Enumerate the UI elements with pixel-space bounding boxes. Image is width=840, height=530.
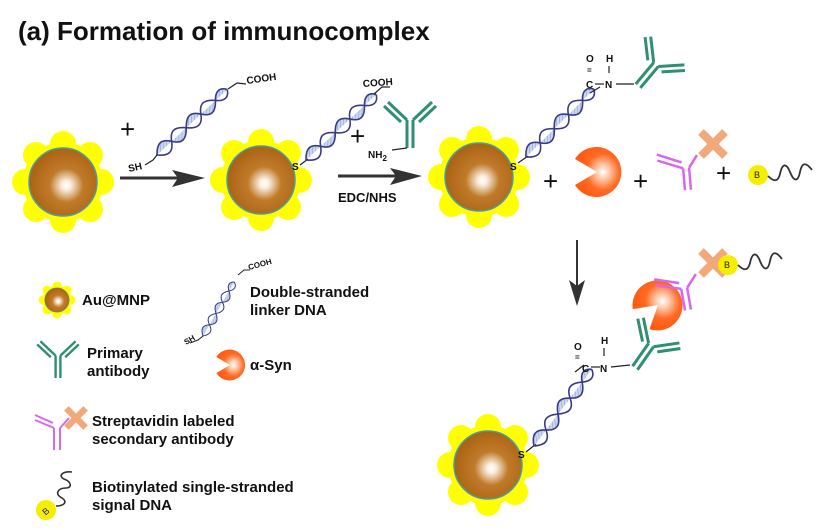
legend-au-mnp-icon <box>38 281 76 319</box>
legend-linker-dna-sh: SH <box>183 333 197 346</box>
legend-linker-dna-label-line1: Double-stranded <box>250 284 369 301</box>
secondary-antibody-bound <box>653 273 697 311</box>
thiol-s-label: S <box>292 162 299 173</box>
figure-title: (a) Formation of immunocomplex <box>18 16 430 46</box>
legend-linker-dna-icon <box>189 269 250 344</box>
nanoparticle-au-mnp-final <box>436 413 540 517</box>
legend-linker-dna-label-line2: linker DNA <box>250 302 327 319</box>
alpha-syn-reagent <box>575 147 622 197</box>
amide-n-label-final: N <box>600 364 607 375</box>
carbonyl-double-bond: = <box>587 66 592 75</box>
streptavidin-cross-reagent <box>701 132 725 156</box>
legend-au-mnp-label: Au@MNP <box>82 292 150 309</box>
biotin-signal-dna-bound <box>718 252 783 275</box>
linker-dna-bound <box>299 86 390 166</box>
legend: Au@MNP COOH SH Double-stranded linker DN… <box>34 257 369 520</box>
carbonyl-double-bond-final: = <box>575 353 580 362</box>
amide-h-label-final: H <box>601 336 608 347</box>
cooh-label-2: COOH <box>362 77 393 90</box>
plus-sign: + <box>120 114 135 144</box>
sh-label: SH <box>127 161 143 175</box>
linker-dna-reagent <box>144 82 247 166</box>
primary-antibody-reagent <box>382 100 438 150</box>
carbon-label-final: C <box>582 364 589 375</box>
legend-alpha-syn-label: α-Syn <box>250 357 292 374</box>
plus-sign-2: + <box>350 121 365 151</box>
legend-secondary-antibody-icon <box>34 414 70 450</box>
legend-streptavidin-icon <box>66 408 85 427</box>
legend-alpha-syn-icon <box>216 349 246 381</box>
reaction-arrow-1 <box>120 170 205 187</box>
biotin-letter: B <box>754 170 760 180</box>
legend-signal-dna-icon <box>36 471 73 520</box>
legend-biotin-letter: B <box>40 506 51 518</box>
amide-h-label: H <box>606 54 613 65</box>
nanoparticle-au-mnp-2 <box>209 128 313 232</box>
legend-secondary-antibody-label-line1: Streptavidin labeled <box>92 413 235 430</box>
legend-linker-dna-cooh: COOH <box>247 257 273 272</box>
linker-dna-conjugated <box>517 83 601 164</box>
plus-sign-3c: + <box>716 158 731 188</box>
cooh-label: COOH <box>246 72 277 87</box>
amine-label: NH2 <box>368 150 387 163</box>
legend-primary-antibody-label-line1: Primary <box>87 345 144 362</box>
biotin-letter-final: B <box>724 260 730 270</box>
carbonyl-o-label-final: O <box>574 342 582 353</box>
legend-primary-antibody-label-line2: antibody <box>87 363 150 380</box>
primary-antibody-conjugated <box>616 32 689 105</box>
legend-signal-dna-label-line1: Biotinylated single-stranded <box>92 479 294 496</box>
reaction-arrow-2 <box>338 168 422 185</box>
linker-dna-final <box>525 364 598 453</box>
secondary-antibody-reagent <box>656 153 699 191</box>
thiol-s-label-3: S <box>510 162 517 173</box>
thiol-s-label-final: S <box>518 450 525 461</box>
amide-n-label: N <box>605 80 612 91</box>
carbonyl-o-label: O <box>586 54 594 65</box>
nanoparticle-au-mnp-3 <box>427 125 531 229</box>
reaction-condition-label: EDC/NHS <box>338 190 397 205</box>
plus-sign-3a: + <box>543 166 558 196</box>
legend-secondary-antibody-label-line2: secondary antibody <box>92 431 234 448</box>
legend-primary-antibody-icon <box>36 340 81 380</box>
reaction-arrow-down <box>569 240 585 306</box>
nanoparticle-au-mnp-1 <box>11 130 115 234</box>
carbon-label: C <box>586 80 593 91</box>
legend-signal-dna-label-line2: signal DNA <box>92 497 172 514</box>
plus-sign-3b: + <box>633 166 648 196</box>
biotin-signal-dna-reagent <box>748 163 813 185</box>
